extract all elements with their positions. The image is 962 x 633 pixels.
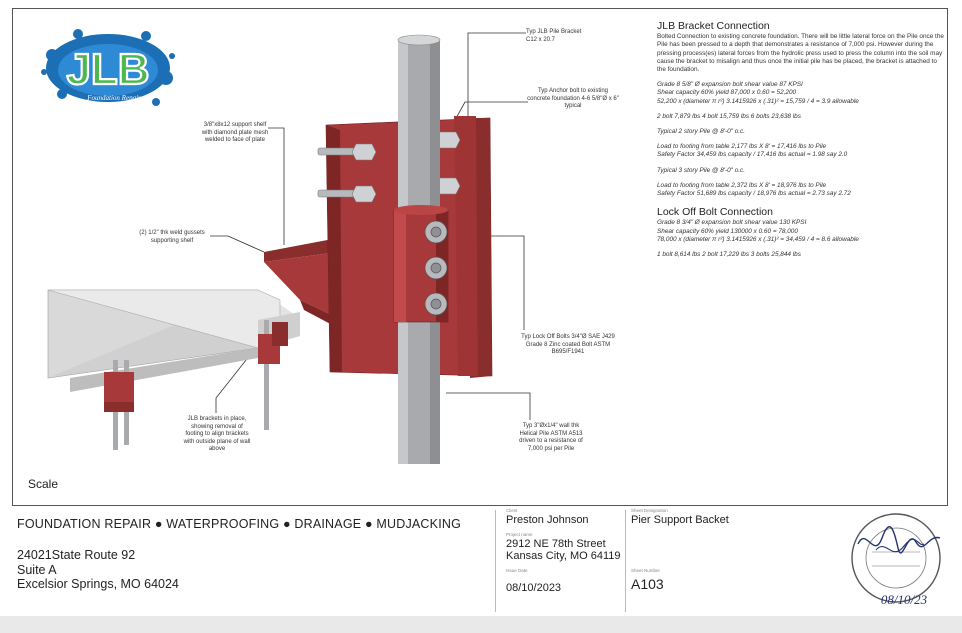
typical-3-story: Typical 3 story Pile @ 8'-0" o.c.: [657, 166, 745, 174]
callout-anchor-bolt: Typ Anchor bolt to existing concrete fou…: [527, 88, 619, 109]
lock-off-bolts: [424, 220, 448, 316]
title-divider-2: [625, 510, 626, 612]
support-shelf: [264, 238, 338, 328]
logo-splash: [41, 29, 175, 106]
jlb-logo: JLB Foundation Repair: [41, 29, 175, 106]
bracket-grade: Grade 8 5/8" Ø expansion bolt shear valu…: [657, 81, 859, 105]
callout-support-shelf: 3/8"x8x12 support shelf with diamond pla…: [201, 122, 269, 143]
bottom-band: [0, 616, 962, 633]
lock-grade: Grade 8 3/4" Ø expansion bolt shear valu…: [657, 219, 859, 243]
sheet-number-field: Sheet Number A103: [631, 568, 664, 592]
bracket-heading: JLB Bracket Connection: [657, 20, 770, 32]
load-2-story: Load to footing from table 2,177 lbs X 8…: [657, 143, 848, 159]
bracket-bolts: 2 bolt 7,879 lbs 4 bolt 15,759 lbs 6 bol…: [657, 112, 801, 120]
typical-2-story: Typical 2 story Pile @ 8'-0" o.c.: [657, 128, 745, 136]
callout-lock-off-bolts: Typ Lock Off Bolts 3/4"Ø SAE J429 Grade …: [521, 334, 615, 355]
company-tagline: FOUNDATION REPAIR ● WATERPROOFING ● DRAI…: [17, 517, 462, 531]
scale-label: Scale: [28, 477, 59, 491]
load-3-story: Load to footing from table 2,372 lbs X 8…: [657, 181, 851, 198]
client-field: Client Preston Johnson: [506, 508, 589, 526]
lock-bolts: 1 bolt 8,614 lbs 2 bolt 17,229 lbs 3 bol…: [657, 251, 801, 259]
anchor-bolts: [317, 131, 461, 203]
callout-pile-bracket: Typ JLB Pile Bracket C12 x 20.7: [526, 29, 582, 43]
title-divider-1: [495, 510, 496, 612]
wall-piles: [104, 320, 288, 450]
callout-weld-gussets: (2) 1/2" thk weld gussets supporting she…: [139, 230, 205, 244]
engineering-notes: JLB Bracket Connection Bolted Connection…: [657, 20, 947, 266]
callout-helical-pile: Typ 3"Øx1/4" wall thk Helical Pile ASTM …: [519, 423, 583, 452]
project-field: Project name 2912 NE 78th Street Kansas …: [506, 532, 621, 562]
lock-heading: Lock Off Bolt Connection: [657, 206, 773, 219]
issue-date-field: Issue Date 08/10/2023: [506, 568, 562, 594]
callout-brackets-in-place: JLB brackets in place, showing removal o…: [183, 416, 251, 452]
logo-text: JLB: [66, 45, 149, 94]
seal-date: 08/10/23: [881, 592, 928, 607]
bracket-intro: Bolted Connection to existing concrete f…: [657, 33, 944, 74]
sheet-designation-field: Sheet Designation Pier Support Backet: [631, 508, 729, 526]
logo-subtext: Foundation Repair: [86, 94, 141, 102]
company-address: 24021State Route 92 Suite A Excelsior Sp…: [17, 548, 179, 591]
engineer-seal: 08/10/23: [851, 513, 941, 607]
signature: [857, 526, 941, 554]
